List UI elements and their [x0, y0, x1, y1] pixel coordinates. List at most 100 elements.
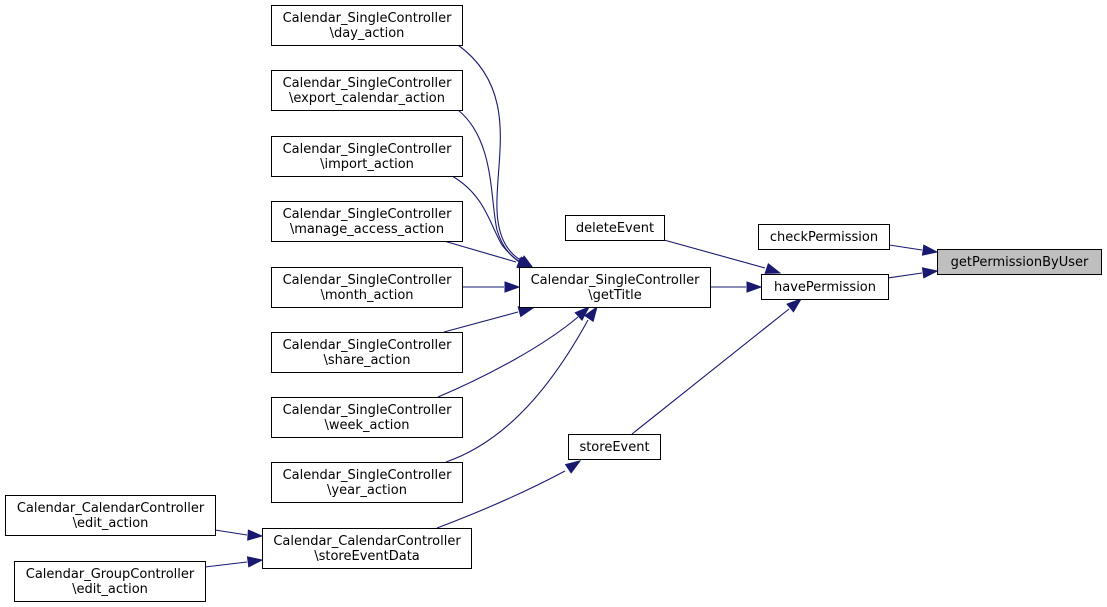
edge-line — [631, 308, 790, 435]
node-sublabel: \month_action — [320, 288, 413, 303]
edge-line — [214, 529, 248, 536]
node-label: Calendar_SingleController — [531, 273, 701, 288]
node-cal-edit-action[interactable]: Calendar_CalendarController\edit_action — [5, 495, 216, 536]
node-box — [14, 561, 206, 602]
node-label: Calendar_CalendarController — [273, 534, 461, 549]
arrowhead-icon — [584, 305, 598, 323]
edge-day_action-to-getTitle — [457, 44, 535, 269]
node-day-action[interactable]: Calendar_SingleController\day_action — [271, 5, 463, 46]
edge-line — [204, 561, 248, 568]
edge-year_action-to-getTitle — [445, 305, 598, 463]
node-box — [761, 274, 889, 300]
edge-line — [443, 240, 517, 263]
node-box — [271, 267, 463, 308]
node-label: Calendar_SingleController — [283, 207, 453, 222]
node-box — [262, 528, 472, 569]
node-share-action[interactable]: Calendar_SingleController\share_action — [271, 332, 463, 373]
node-box — [5, 495, 216, 536]
node-year-action[interactable]: Calendar_SingleController\year_action — [271, 462, 463, 503]
node-label: deleteEvent — [576, 221, 654, 236]
node-checkPermission[interactable]: checkPermission — [758, 224, 890, 250]
node-label: Calendar_SingleController — [283, 273, 453, 288]
node-getPermissionByUser[interactable]: getPermissionByUser — [937, 249, 1102, 275]
edge-line — [437, 316, 579, 398]
node-label: storeEvent — [579, 440, 649, 455]
node-sublabel: \day_action — [330, 26, 405, 41]
edge-line — [457, 109, 523, 264]
node-sublabel: \year_action — [327, 483, 407, 498]
node-box — [565, 215, 665, 241]
edge-storeEventData-to-storeEvent — [436, 460, 582, 529]
arrowhead-icon — [504, 281, 521, 293]
arrowhead-icon — [564, 460, 582, 474]
arrowhead-icon — [246, 556, 264, 568]
node-label: Calendar_SingleController — [283, 11, 453, 26]
arrowhead-icon — [746, 281, 763, 293]
arrowhead-icon — [247, 529, 264, 541]
node-sublabel: \import_action — [320, 157, 414, 172]
node-month-action[interactable]: Calendar_SingleController\month_action — [271, 267, 463, 308]
node-storeEventData[interactable]: Calendar_CalendarController\storeEventDa… — [262, 528, 472, 569]
node-box — [271, 462, 463, 503]
node-box — [519, 267, 711, 308]
node-box — [271, 332, 463, 373]
node-sublabel: \manage_access_action — [290, 222, 444, 237]
edge-line — [451, 175, 523, 265]
node-label: Calendar_GroupController — [26, 567, 195, 582]
node-sublabel: \getTitle — [588, 288, 642, 303]
node-sublabel: \share_action — [324, 353, 411, 368]
node-week-action[interactable]: Calendar_SingleController\week_action — [271, 397, 463, 438]
arrowhead-icon — [921, 244, 939, 256]
node-label: havePermission — [774, 280, 876, 295]
node-group-edit-action[interactable]: Calendar_GroupController\edit_action — [14, 561, 206, 602]
edge-getTitle-to-havePermission — [710, 281, 763, 293]
edge-group_edit_action-to-storeEventData — [204, 556, 264, 568]
edge-line — [887, 272, 923, 279]
node-storeEvent[interactable]: storeEvent — [568, 434, 661, 460]
node-deleteEvent[interactable]: deleteEvent — [565, 215, 665, 241]
node-box — [568, 434, 661, 460]
edge-week_action-to-getTitle — [437, 306, 591, 398]
node-sublabel: \week_action — [324, 418, 409, 433]
edge-share_action-to-getTitle — [443, 306, 535, 333]
edge-line — [888, 244, 923, 251]
edge-line — [457, 44, 525, 263]
node-label: Calendar_CalendarController — [17, 501, 205, 516]
edge-line — [445, 319, 589, 463]
edge-month_action-to-getTitle — [462, 281, 521, 293]
node-sublabel: \edit_action — [72, 582, 148, 597]
node-box — [271, 201, 463, 242]
node-manage-access-action[interactable]: Calendar_SingleController\manage_access_… — [271, 201, 463, 242]
edge-checkPermission-to-getPermissionByUser — [888, 244, 939, 256]
node-label: Calendar_SingleController — [283, 142, 453, 157]
node-sublabel: \storeEventData — [314, 549, 420, 564]
arrowhead-icon — [764, 262, 782, 274]
node-getTitle[interactable]: Calendar_SingleController\getTitle — [519, 267, 711, 308]
node-sublabel: \edit_action — [73, 516, 149, 531]
node-label: Calendar_SingleController — [283, 468, 453, 483]
node-box — [271, 397, 463, 438]
edge-cal_edit_action-to-storeEventData — [214, 529, 264, 541]
node-label: checkPermission — [770, 230, 878, 245]
node-sublabel: \export_calendar_action — [289, 91, 445, 106]
edge-line — [663, 239, 766, 269]
node-label: Calendar_SingleController — [283, 338, 453, 353]
edge-manage_access_action-to-getTitle — [443, 240, 534, 269]
edge-storeEvent-to-havePermission — [631, 298, 803, 435]
arrowhead-icon — [517, 306, 535, 318]
node-box — [758, 224, 890, 250]
arrowhead-icon — [921, 267, 939, 279]
node-box — [271, 5, 463, 46]
node-export-calendar-action[interactable]: Calendar_SingleController\export_calenda… — [271, 70, 463, 111]
arrowhead-icon — [574, 306, 591, 321]
edge-deleteEvent-to-havePermission — [663, 239, 782, 274]
node-havePermission[interactable]: havePermission — [761, 274, 889, 300]
node-box — [937, 249, 1102, 275]
node-box — [271, 70, 463, 111]
edge-havePermission-to-getPermissionByUser — [887, 267, 939, 279]
node-box — [271, 136, 463, 177]
node-import-action[interactable]: Calendar_SingleController\import_action — [271, 136, 463, 177]
edge-line — [443, 311, 519, 333]
node-label: Calendar_SingleController — [283, 403, 453, 418]
